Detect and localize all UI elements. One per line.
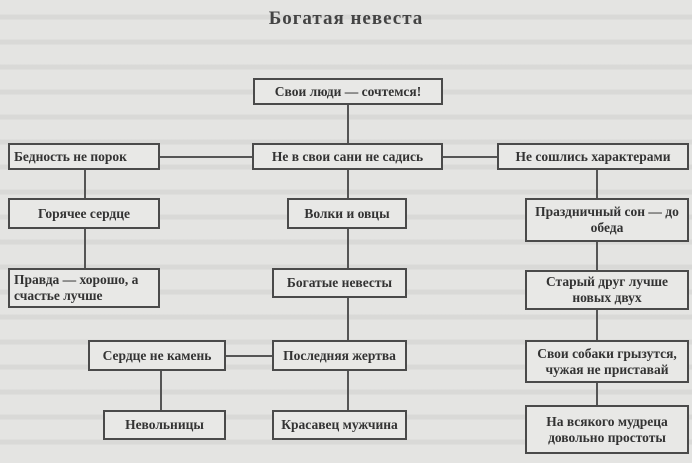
node-l1: Горячее сердце xyxy=(8,198,160,229)
connector xyxy=(84,170,86,198)
diagram-title: Богатая невеста xyxy=(268,8,424,29)
node-s1: Сердце не камень xyxy=(88,340,226,371)
node-c2: Богатые невесты xyxy=(272,268,407,298)
node-l2: Правда — хорошо, а счастье лучше xyxy=(8,268,160,308)
connector xyxy=(226,355,272,357)
node-left: Бедность не порок xyxy=(8,143,160,170)
connector xyxy=(347,298,349,340)
node-s2: Невольницы xyxy=(103,410,226,440)
connector xyxy=(347,170,349,198)
connector xyxy=(160,371,162,410)
node-r3: Свои собаки грызутся, чужая не приставай xyxy=(525,340,689,383)
node-r2: Старый друг лучше новых двух xyxy=(525,270,689,310)
node-r4: На всякого мудреца довольно простоты xyxy=(525,405,689,454)
node-root: Свои люди — сочтемся! xyxy=(253,78,443,105)
connector xyxy=(160,156,252,158)
connector xyxy=(347,229,349,268)
connector xyxy=(596,383,598,405)
connector xyxy=(347,371,349,410)
connector xyxy=(596,242,598,270)
connector xyxy=(443,156,497,158)
connector xyxy=(347,105,349,143)
connector xyxy=(596,310,598,340)
node-c3: Последняя жертва xyxy=(272,340,407,371)
node-c4: Красавец мужчина xyxy=(272,410,407,440)
connector xyxy=(596,170,598,198)
connector xyxy=(84,229,86,268)
node-c1: Волки и овцы xyxy=(287,198,407,229)
node-right: Не сошлись характерами xyxy=(497,143,689,170)
node-r1: Праздничный сон — до обеда xyxy=(525,198,689,242)
node-center: Не в свои сани не садись xyxy=(252,143,443,170)
